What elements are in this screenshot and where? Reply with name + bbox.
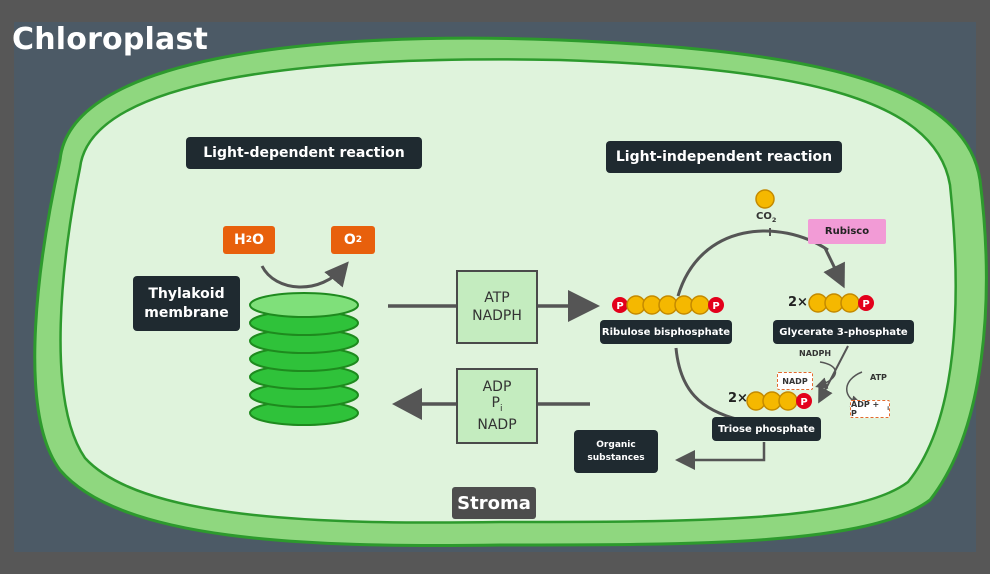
stroma-label: Stroma [452, 487, 536, 519]
adp-text: ADP [482, 379, 512, 396]
rubisco-box: Rubisco [808, 219, 886, 244]
atp-nadph-arrowhead [568, 290, 600, 322]
phosphate-label: P [616, 301, 623, 312]
light-independent-label: Light-independent reaction [606, 141, 842, 173]
adp-pi-sub: i [887, 406, 889, 412]
phosphate-label: P [862, 299, 869, 310]
cycle-arc-top-arrow [823, 247, 845, 289]
pi-main: P [491, 395, 500, 412]
pi-sub: i [499, 403, 503, 414]
atp-text: ATP [484, 290, 510, 306]
phosphate-group [796, 393, 812, 409]
phosphate-group [708, 297, 724, 313]
phosphate-label: P [800, 397, 807, 408]
atp-small-label: ATP [870, 373, 887, 382]
co2-main: CO [756, 211, 772, 222]
phosphate-group [858, 295, 874, 311]
oxygen-o: O [343, 232, 356, 248]
rubp-label: Ribulose bisphosphate [600, 320, 732, 344]
co2-label: CO2 [756, 211, 776, 224]
organic-line2: substances [587, 452, 645, 463]
carbon-atom [690, 295, 710, 315]
atp-nadph-box: ATP NADPH [456, 270, 538, 344]
light-dependent-label: Light-dependent reaction [186, 137, 422, 169]
triose-label: Triose phosphate [712, 417, 821, 441]
water-o: O [252, 232, 264, 248]
organic-substances-label: Organic substances [574, 430, 658, 473]
thylakoid-stack [249, 292, 359, 426]
carbon-atom [778, 391, 798, 411]
thylakoid-line2: membrane [144, 304, 229, 321]
g3p-chain: P [808, 293, 874, 313]
water-sub: 2 [245, 235, 253, 245]
adp-pi-small-box: ADP + P i [850, 400, 890, 418]
nadp-text: NADP [477, 416, 517, 433]
nadph-small-label: NADPH [799, 349, 832, 358]
oxygen-sub: 2 [355, 235, 363, 245]
carbon-atom [840, 293, 860, 313]
nadp-small-box: NADP [777, 372, 813, 390]
g3p-to-triose-line [818, 345, 849, 404]
water-h: H [234, 232, 246, 248]
adp-pi-nadp-box: ADP Pi NADP [456, 368, 538, 444]
pi-text: Pi [492, 395, 503, 417]
nadph-text: NADPH [472, 308, 522, 324]
page-title: Chloroplast [12, 22, 209, 57]
adp-pi-main: ADP + P [851, 400, 880, 418]
organic-arrow [675, 442, 766, 470]
thylakoid-line1: Thylakoid [148, 285, 225, 302]
co2-sub: 2 [771, 216, 777, 224]
water-to-oxygen-arrow [260, 261, 349, 289]
triose-chain: P [746, 391, 812, 411]
thylakoid-top-disc [249, 292, 359, 318]
co2-carbon [755, 189, 775, 209]
g3p-label: Glycerate 3-phosphate [773, 320, 914, 344]
thylakoid-membrane-label: Thylakoid membrane [133, 276, 240, 331]
adp-arrowhead [392, 388, 422, 420]
phosphate-group [612, 297, 628, 313]
organic-line1: Organic [596, 439, 636, 450]
triose-multiplier: 2× [728, 391, 748, 406]
phosphate-label: P [712, 301, 719, 312]
cycle-arc-bottom [674, 347, 741, 422]
g3p-multiplier: 2× [788, 295, 808, 310]
